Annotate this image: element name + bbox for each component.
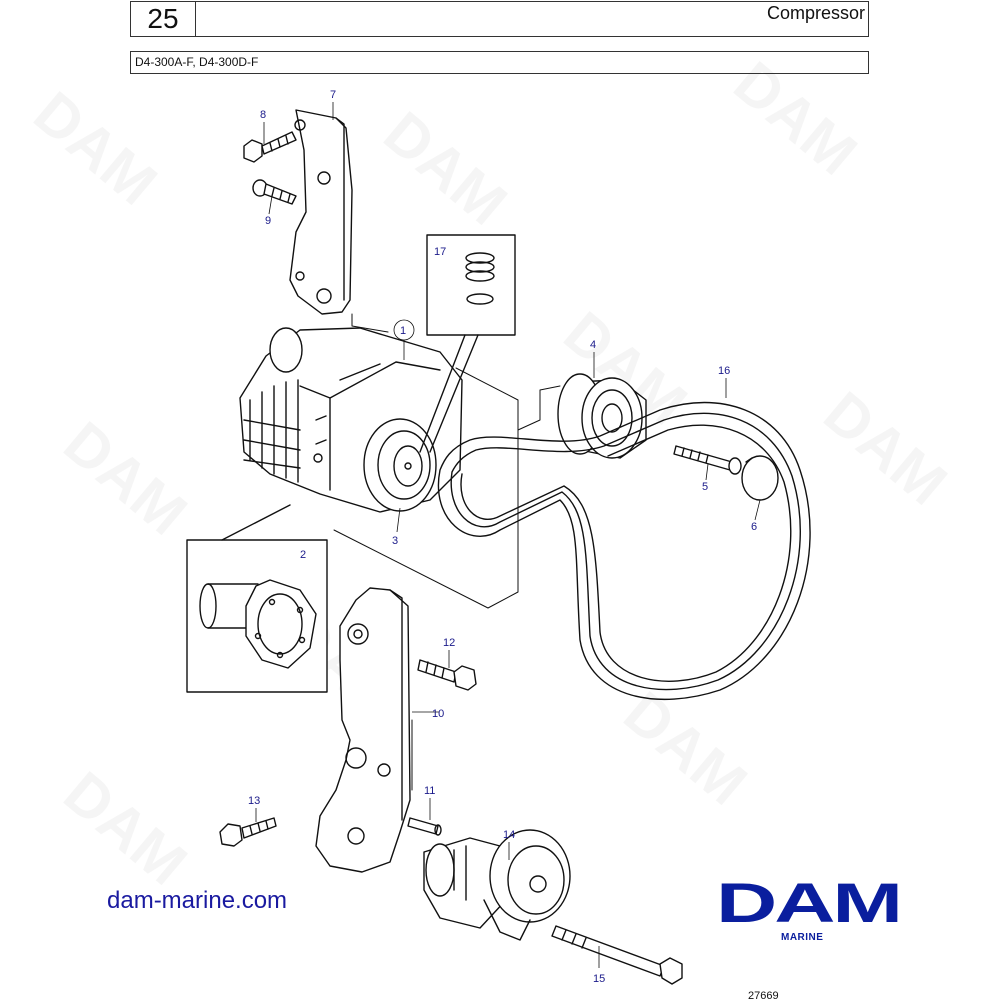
bolt-12 <box>417 659 477 691</box>
cover-cap <box>741 455 779 501</box>
callout-15: 15 <box>593 973 605 985</box>
callout-16: 16 <box>718 365 730 377</box>
figure-id: 27669 <box>748 990 779 1002</box>
compressor-unit <box>239 327 463 513</box>
bracket-upper <box>289 109 353 315</box>
watermark-layer: DAM DAM DAM DAM DAM DAM DAM DAM DAM <box>22 49 960 898</box>
callout-5: 5 <box>702 481 708 493</box>
callout-4: 4 <box>590 339 596 351</box>
callout-7: 7 <box>330 89 336 101</box>
page-number-box: 25 <box>130 1 196 37</box>
callout-1: 1 <box>400 325 406 337</box>
callout-17: 17 <box>434 246 446 258</box>
idler-pulley <box>557 373 647 459</box>
watermark: DAM <box>22 79 170 218</box>
bolt-13 <box>219 817 277 847</box>
leader-frame <box>333 367 519 609</box>
callout-6: 6 <box>751 521 757 533</box>
dowel-pin-11 <box>407 817 442 836</box>
bracket-lower <box>315 587 413 873</box>
watermark: DAM <box>52 409 200 548</box>
callout-9: 9 <box>265 215 271 227</box>
logo-wordmark: DAM <box>716 878 900 926</box>
callout-13: 13 <box>248 795 260 807</box>
callout-2: 2 <box>300 549 306 561</box>
coupling-detail-box <box>186 504 328 693</box>
watermark: DAM <box>812 379 960 518</box>
models-box: D4-300A-F, D4-300D-F <box>130 51 869 74</box>
bolt-9 <box>252 179 297 205</box>
callout-8: 8 <box>260 109 266 121</box>
bolt-15 <box>551 925 683 985</box>
watermark: DAM <box>612 679 760 818</box>
o-ring-detail-box <box>419 234 516 453</box>
watermark: DAM <box>52 759 200 898</box>
callout-10: 10 <box>432 708 444 720</box>
model-list: D4-300A-F, D4-300D-F <box>135 55 259 69</box>
drive-belt <box>437 401 811 701</box>
leader-frame <box>517 385 561 431</box>
title-box: Compressor <box>195 1 869 37</box>
website-link[interactable]: dam-marine.com <box>107 887 288 914</box>
callout-11: 11 <box>424 785 435 797</box>
watermark: DAM <box>722 49 870 188</box>
bolt-5 <box>673 445 742 475</box>
bolt-8 <box>243 131 297 163</box>
callout-3: 3 <box>392 535 398 547</box>
watermark: DAM <box>372 99 520 238</box>
callout-12: 12 <box>443 637 455 649</box>
logo-subtitle: MARINE <box>781 932 824 943</box>
callout-14: 14 <box>503 829 515 841</box>
page-title: Compressor <box>766 3 865 23</box>
leader-frame <box>351 313 389 333</box>
belt-tensioner <box>423 829 571 941</box>
callout-leaders <box>255 102 761 968</box>
dam-marine-logo: DAM <box>716 878 900 926</box>
page-number: 25 <box>147 3 179 34</box>
